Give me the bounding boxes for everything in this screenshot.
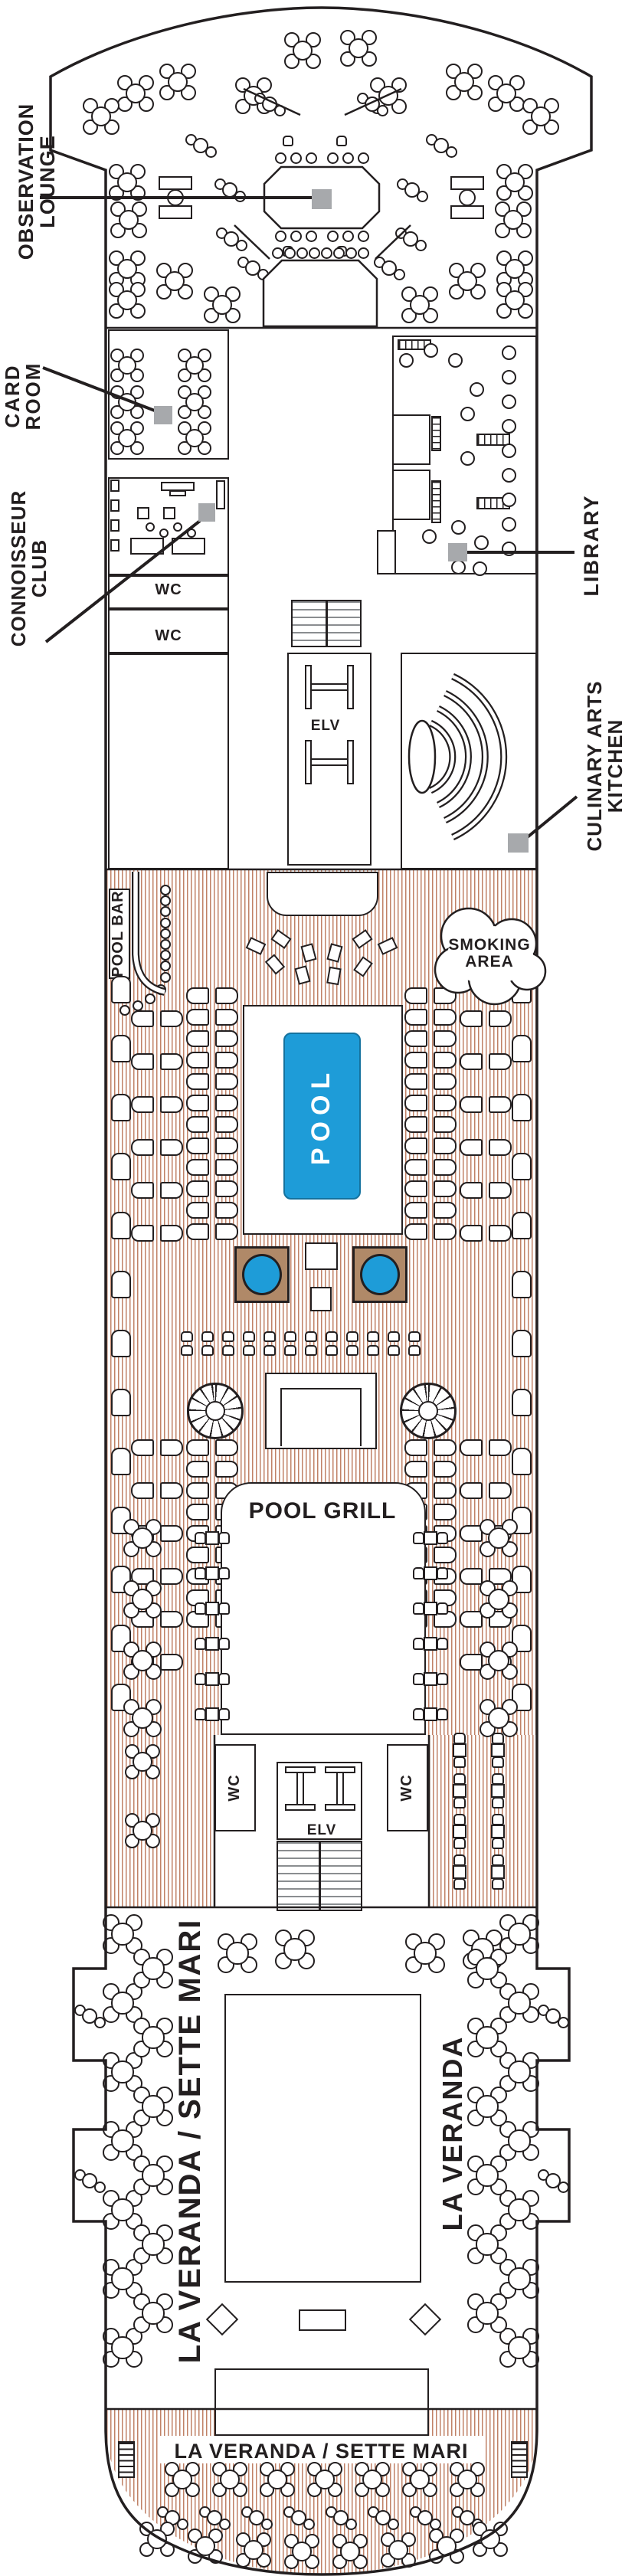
marker-card-room: [154, 406, 172, 424]
marker-culinary-arts-kitchen: [508, 833, 529, 853]
marker-observation-lounge: [312, 189, 332, 209]
marker-connoisseur-club: [198, 503, 215, 522]
marker-library: [448, 543, 467, 561]
